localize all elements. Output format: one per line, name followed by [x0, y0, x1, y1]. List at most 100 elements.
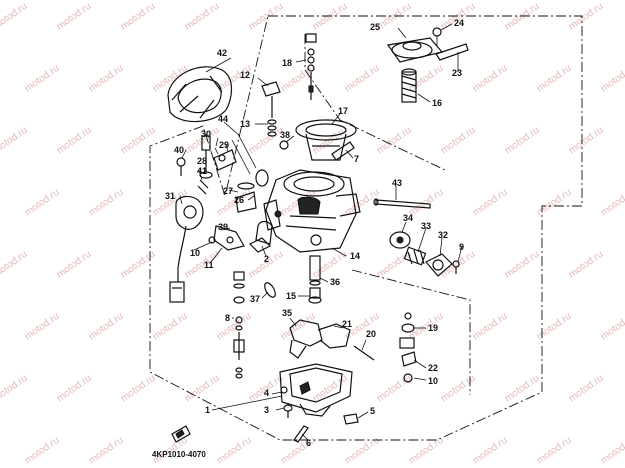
- callout-18: 18: [282, 58, 292, 68]
- watermark-text: motod.ru: [0, 249, 30, 281]
- callout-41: 41: [197, 166, 207, 176]
- part-33-spring: [403, 246, 427, 266]
- watermark-text: motod.ru: [311, 125, 350, 157]
- watermark-text: motod.ru: [375, 1, 414, 33]
- part-15-main-jet: [308, 287, 322, 304]
- callout-1: 1: [205, 405, 210, 415]
- watermark-text: motod.ru: [119, 1, 158, 33]
- part-39-bracket: [208, 225, 272, 253]
- watermark-text: motod.ru: [23, 435, 62, 467]
- watermark-text: motod.ru: [183, 249, 222, 281]
- callout-20: 20: [366, 329, 376, 339]
- callout-9: 9: [459, 242, 464, 252]
- watermark-text: motod.ru: [23, 311, 62, 343]
- callout-5: 5: [370, 406, 375, 416]
- callout-37: 37: [250, 294, 260, 304]
- part-7-pin: [331, 141, 355, 161]
- part-32-housing: [425, 253, 453, 277]
- callout-40: 40: [174, 145, 184, 155]
- callout-31: 31: [165, 191, 175, 201]
- watermark-text: motod.ru: [599, 435, 625, 467]
- callout-14: 14: [350, 251, 360, 261]
- watermark-text: motod.ru: [471, 63, 510, 95]
- callout-24: 24: [454, 18, 464, 28]
- watermark-text: motod.ru: [119, 373, 158, 405]
- watermark-text: motod.ru: [567, 1, 606, 33]
- callout-33: 33: [421, 221, 431, 231]
- watermark-text: motod.ru: [0, 1, 30, 33]
- callout-15: 15: [286, 291, 296, 301]
- part-21-float: [289, 319, 351, 359]
- part-20-float-pin: [353, 345, 375, 361]
- part-25-top-cover: [386, 27, 469, 63]
- watermark-text: motod.ru: [55, 1, 94, 33]
- part-14-carburetor-body: [255, 169, 361, 253]
- callout-38: 38: [280, 130, 290, 140]
- watermark-text: motod.ru: [439, 373, 478, 405]
- callout-39: 39: [218, 222, 228, 232]
- callout-32: 32: [438, 230, 448, 240]
- watermark-text: motod.ru: [119, 125, 158, 157]
- part-17-diaphragm: [295, 119, 357, 161]
- part-6-pin: [293, 425, 309, 443]
- watermark-text: motod.ru: [439, 249, 478, 281]
- watermark-text: motod.ru: [87, 435, 126, 467]
- callout-17: 17: [338, 106, 348, 116]
- watermark-text: motod.ru: [247, 1, 286, 33]
- leader-lines: [179, 23, 463, 441]
- watermark-text: motod.ru: [151, 311, 190, 343]
- watermark-text: motod.ru: [23, 63, 62, 95]
- watermark-text: motod.ru: [55, 125, 94, 157]
- watermark-text: motod.ru: [215, 435, 254, 467]
- watermark-text: motod.ru: [535, 311, 574, 343]
- callout-42: 42: [217, 48, 227, 58]
- watermark-text: motod.ru: [183, 373, 222, 405]
- watermark-text: motod.ru: [375, 249, 414, 281]
- watermark-text: motod.ru: [87, 187, 126, 219]
- callout-10: 10: [190, 248, 200, 258]
- watermark-text: motod.ru: [567, 125, 606, 157]
- watermark-text: motod.ru: [503, 249, 542, 281]
- watermark-text: motod.ru: [311, 249, 350, 281]
- callout-30: 30: [201, 129, 211, 139]
- part-36-needle-jet: [309, 255, 321, 286]
- watermark-text: motod.ru: [535, 187, 574, 219]
- callout-36: 36: [330, 277, 340, 287]
- watermark-text: motod.ru: [439, 125, 478, 157]
- watermark-text: motod.ru: [599, 63, 625, 95]
- callout-34: 34: [403, 213, 413, 223]
- part-42-intake-boot: [167, 66, 233, 123]
- watermark-text: motod.ru: [599, 187, 625, 219]
- part-38-washer: [279, 140, 289, 150]
- callout-labels: 1 2 3 4 5 6 7 8 9 10 10 11 12 13 14 15 1…: [165, 18, 464, 448]
- watermark-text: motod.ru: [311, 373, 350, 405]
- callout-25: 25: [370, 22, 380, 32]
- watermark-text: motod.ru: [343, 63, 382, 95]
- watermark-text: motod.ru: [599, 311, 625, 343]
- part-16-spring: [401, 68, 417, 103]
- watermark-text: motod.ru: [311, 1, 350, 33]
- callout-22: 22: [428, 363, 438, 373]
- callout-43: 43: [392, 178, 402, 188]
- part-37-pilot-jet: [264, 282, 276, 298]
- watermark-text: motod.ru: [471, 435, 510, 467]
- part-9-screw: [452, 260, 460, 274]
- watermark-text: motod.ru: [471, 311, 510, 343]
- callout-11: 11: [204, 260, 214, 270]
- watermark-text: motod.ru: [535, 435, 574, 467]
- watermark-text: motod.ru: [375, 373, 414, 405]
- watermark-text: motod.ru: [151, 63, 190, 95]
- watermark-text: motod.ru: [55, 249, 94, 281]
- callout-6: 6: [306, 438, 311, 448]
- callout-27: 27: [223, 186, 233, 196]
- part-40-41-screw: [176, 157, 209, 195]
- part-12-13-pilot-screw: [261, 81, 281, 137]
- part-26-27-linkage: [235, 169, 269, 213]
- callout-21: 21: [342, 319, 352, 329]
- callout-16: 16: [432, 98, 442, 108]
- callout-10b: 10: [428, 376, 438, 386]
- watermark-text: motod.ru: [87, 63, 126, 95]
- part-5-screw: [343, 413, 359, 425]
